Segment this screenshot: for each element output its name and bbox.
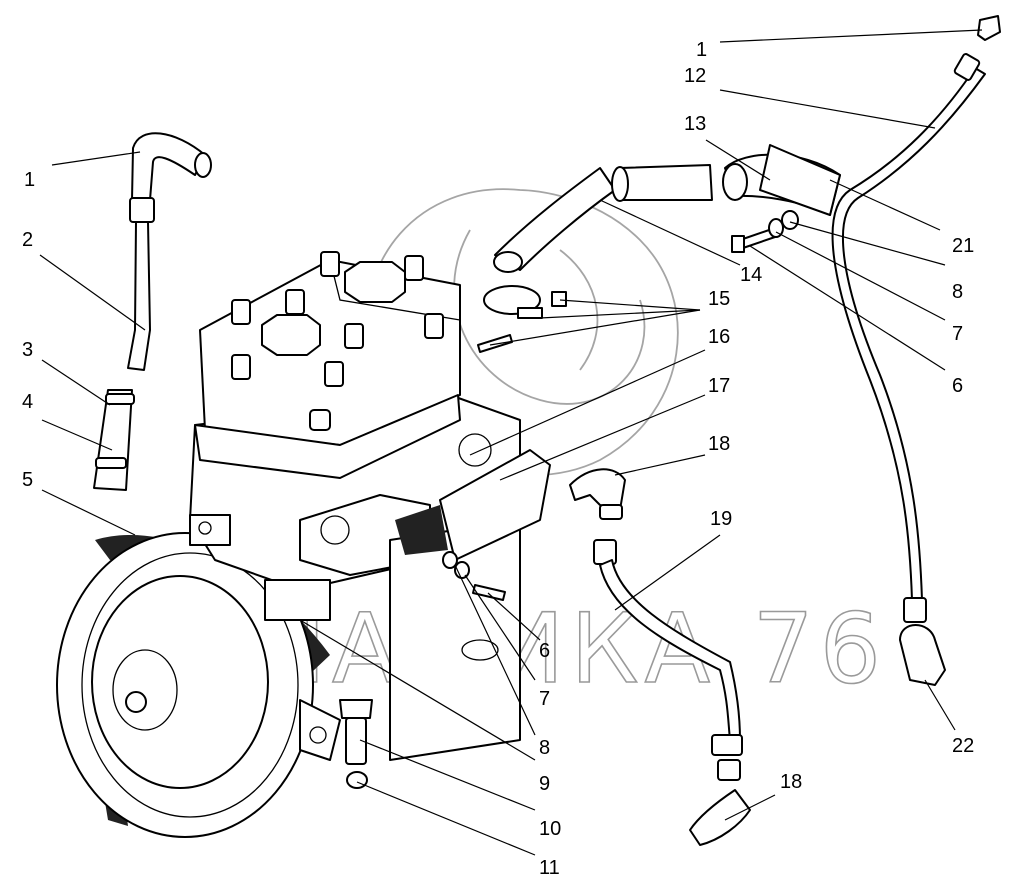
callout-5: 5 — [22, 469, 33, 491]
callout-8-lower: 8 — [539, 737, 550, 759]
elbow-flange — [722, 144, 841, 216]
callout-21: 21 — [952, 235, 974, 257]
head-bolts — [231, 251, 444, 431]
callout-1-left: 1 — [24, 169, 35, 191]
callout-2: 2 — [22, 229, 33, 251]
pulley-assembly — [56, 532, 330, 838]
callout-13: 13 — [684, 113, 706, 135]
callout-12: 12 — [684, 65, 706, 87]
callout-8-right: 8 — [952, 281, 963, 303]
callout-6-lower: 6 — [539, 640, 550, 662]
callout-19: 19 — [710, 508, 732, 530]
callout-4: 4 — [22, 391, 33, 413]
callout-15: 15 — [708, 288, 730, 310]
right-pipe-assembly — [831, 15, 1001, 686]
callout-7-right: 7 — [952, 323, 963, 345]
clamp — [477, 285, 567, 353]
callout-7-lower: 7 — [539, 688, 550, 710]
callout-1-right: 1 — [696, 39, 707, 61]
callout-18-lower: 18 — [780, 771, 802, 793]
callout-17: 17 — [708, 375, 730, 397]
outlet-flange — [395, 449, 551, 561]
middle-pipe-assembly — [569, 468, 751, 846]
callout-labels: 1 2 3 4 5 1 12 13 14 15 16 17 18 19 21 8… — [22, 39, 974, 879]
bolt-set-top — [731, 210, 799, 253]
bolt-set-lower — [339, 551, 506, 789]
hose-assembly — [493, 164, 713, 273]
callout-14: 14 — [740, 264, 762, 286]
callout-18-upper: 18 — [708, 433, 730, 455]
callout-16: 16 — [708, 326, 730, 348]
callout-3: 3 — [22, 339, 33, 361]
callout-22: 22 — [952, 735, 974, 757]
callout-9: 9 — [539, 773, 550, 795]
left-pipe-assembly — [93, 132, 212, 491]
callout-6-right: 6 — [952, 375, 963, 397]
callout-11: 11 — [539, 857, 560, 879]
callout-10: 10 — [539, 818, 561, 840]
leader-lines — [39, 29, 983, 856]
